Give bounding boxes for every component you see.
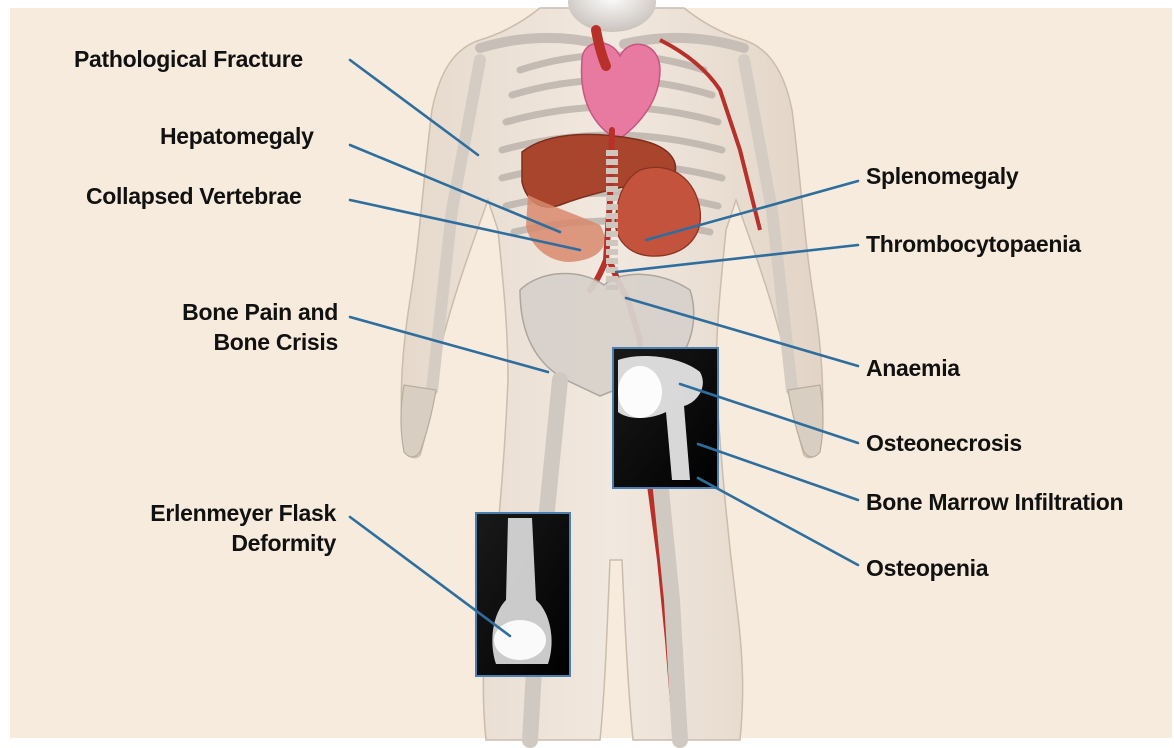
label-hepatomegaly: Hepatomegaly — [160, 121, 314, 151]
label-erlenmeyer: Erlenmeyer Flask Deformity — [118, 498, 336, 558]
label-bone-pain-line2: Bone Crisis — [156, 327, 338, 357]
label-bone-marrow-infiltration: Bone Marrow Infiltration — [866, 487, 1123, 517]
femur-xray-image — [613, 348, 718, 488]
label-splenomegaly: Splenomegaly — [866, 161, 1018, 191]
label-collapsed-vertebrae: Collapsed Vertebrae — [86, 181, 301, 211]
label-osteonecrosis: Osteonecrosis — [866, 428, 1022, 458]
label-thrombocytopaenia: Thrombocytopaenia — [866, 229, 1081, 259]
label-anaemia: Anaemia — [866, 353, 960, 383]
label-bone-pain: Bone Pain and Bone Crisis — [156, 297, 338, 357]
label-erlenmeyer-line2: Deformity — [118, 528, 336, 558]
spleen-icon — [615, 167, 700, 256]
knee-xray-image — [476, 513, 570, 676]
label-pathological-fracture: Pathological Fracture — [74, 44, 303, 74]
label-bone-pain-line1: Bone Pain and — [156, 297, 338, 327]
label-erlenmeyer-line1: Erlenmeyer Flask — [118, 498, 336, 528]
label-osteopenia: Osteopenia — [866, 553, 988, 583]
